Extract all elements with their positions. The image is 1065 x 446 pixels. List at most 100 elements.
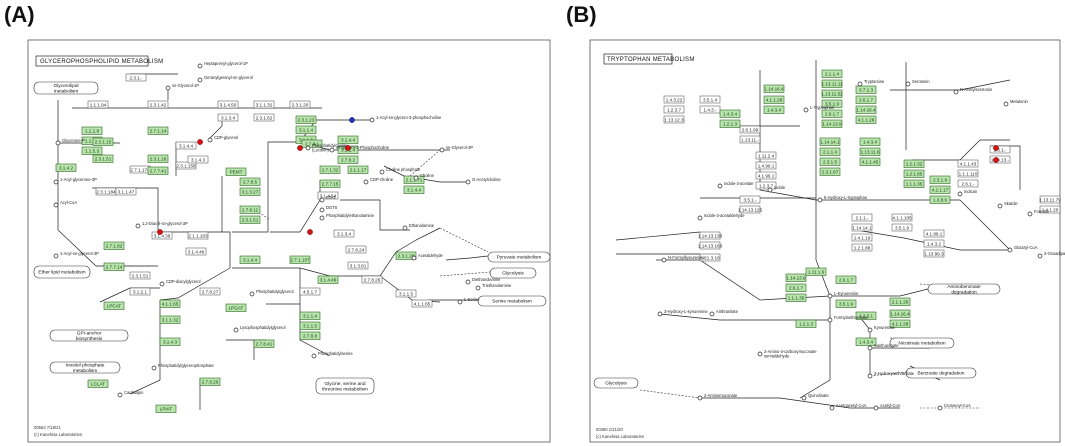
compound[interactable]: 1-Acyl-sn-glycerol-3P (53, 251, 99, 259)
gene-box[interactable]: 2.3.1.16 (147, 154, 169, 163)
enzyme-box[interactable]: 3.1.4.50 (217, 100, 239, 109)
compound[interactable]: Indican (957, 189, 978, 197)
enzyme-box[interactable]: 1.1.1.94 (87, 100, 109, 109)
gene-box[interactable]: 1.11.1.6 (805, 267, 827, 276)
enzyme-box[interactable]: 1.4.1.19 (851, 233, 873, 242)
enzyme-box[interactable]: 4.1.99.1 (755, 171, 777, 180)
compound[interactable]: Cardiolipin (117, 390, 144, 398)
gene-box[interactable]: 1.13.11.6 (859, 147, 881, 156)
enzyme-box[interactable]: 1.13.12.3 (663, 115, 685, 124)
gene-box[interactable]: 2.7.8.11 (239, 205, 261, 214)
gene-box[interactable]: 2.7.1.14 (147, 126, 169, 135)
compound[interactable]: N-Formylkynurenine (661, 255, 706, 263)
compound[interactable]: Phosphatidylglycerol (249, 289, 294, 297)
compound[interactable]: BTA1 (319, 195, 337, 203)
compound[interactable]: Lysophosphatidylglycerol (233, 325, 286, 333)
pathway-map-link[interactable]: Benzoate degradation (905, 367, 977, 379)
compound[interactable]: Tryptamine (857, 79, 885, 87)
compound[interactable]: CDP-choline (363, 177, 394, 185)
enzyme-box[interactable]: 2.3.1.158 (175, 161, 197, 170)
gene-box[interactable]: 1.2.1.85 (903, 169, 925, 178)
compound[interactable]: 2-Oxoadipate (1037, 251, 1065, 259)
gene-box[interactable]: 1.13.11.52 (821, 89, 843, 98)
gene-box[interactable]: 1.14.14.1 (819, 137, 841, 146)
compound[interactable]: Serotonin (905, 79, 930, 87)
gene-box[interactable]: 2.3.1.51 (92, 154, 114, 163)
compound[interactable]: 2-Aminomuconate (697, 393, 738, 401)
gene-box[interactable]: 2.3.1.51 (239, 215, 261, 224)
gene-box[interactable]: 1.14.16.4 (855, 105, 877, 114)
enzyme-box[interactable]: 2.3.1.184 (95, 187, 117, 196)
gene-box[interactable]: 3.1.4.4 (239, 255, 261, 264)
gene-box[interactable]: 4.1.1.65 (159, 299, 181, 308)
enzyme-box[interactable]: 1.4.99.1 (755, 161, 777, 170)
gene-box[interactable]: LPCAT (103, 301, 125, 310)
gene-box[interactable]: PEMT (225, 167, 247, 176)
gene-box[interactable]: 1.14.16.4 (763, 84, 785, 93)
compound[interactable]: L-Serine (457, 297, 480, 305)
enzyme-box[interactable]: 1.21.3.10 (699, 253, 721, 262)
enzyme-box[interactable]: 1.4.3.2 (923, 239, 945, 248)
compound[interactable]: Glutaryl-CoA (1007, 245, 1038, 253)
gene-box[interactable]: 2.7.7.14 (103, 262, 125, 271)
enzyme-box[interactable]: 3.5.1.- (739, 195, 761, 204)
gene-box[interactable]: 4.1.1.28 (855, 115, 877, 124)
compound[interactable]: Heptaprenyl-glycerol-1P (197, 61, 248, 69)
compound[interactable]: 3-Hydroxy-L-kynurenine (657, 309, 708, 317)
compound[interactable]: sn-Glycerol-1P (165, 83, 199, 91)
enzyme-box[interactable]: 3.1.4.46 (185, 247, 207, 256)
gene-box[interactable]: 2.7.1.107 (289, 255, 311, 264)
enzyme-box[interactable]: 2.1.1.103 (187, 231, 209, 240)
gene-box[interactable]: 1.14.13.9 (821, 119, 843, 128)
gene-box[interactable]: 2.7.8.1 (301, 139, 323, 148)
gene-box[interactable]: 4.2.1.17 (929, 185, 951, 194)
compound[interactable]: DGTS (319, 205, 338, 213)
gene-box[interactable]: 1.4.3.4 (855, 337, 877, 346)
gene-box[interactable]: 2.7.1.82 (103, 241, 125, 250)
gene-box[interactable]: 2.1.1.4 (819, 147, 841, 156)
compound[interactable]: Xanthurenate (867, 343, 899, 351)
gene-box[interactable]: 2.7.8.5 (239, 177, 261, 186)
gene-box[interactable]: 3.1.1.4 (295, 125, 317, 134)
compound[interactable]: CDP-glycerol (207, 135, 238, 143)
compound[interactable]: Glycerone-P (55, 138, 85, 146)
enzyme-box[interactable]: 1.11.2.4 (755, 151, 777, 160)
gene-box[interactable]: 2.7.8.2 (337, 155, 359, 164)
gene-box[interactable]: LPIAT (155, 404, 177, 413)
compound[interactable]: Acetyl-CoA (873, 403, 901, 411)
gene-box[interactable]: LPGAT (225, 303, 247, 312)
compound[interactable]: Phosphatidylethanolamine (319, 213, 375, 221)
compound[interactable]: Triethanolamine (475, 283, 512, 291)
gene-box[interactable]: 2.7.1.32 (319, 165, 341, 174)
gene-box[interactable]: 4.1.1.28 (763, 95, 785, 104)
enzyme-box[interactable]: 1.13.11.- (739, 135, 761, 144)
compound[interactable]: Formate (1027, 209, 1050, 217)
enzyme-box[interactable]: 2.6.1.99 (739, 125, 761, 134)
compound[interactable]: Quinolinate (801, 393, 829, 401)
gene-box[interactable]: 3.1.1.32 (159, 315, 181, 324)
pathway-map-link[interactable]: Pyruvate metabolism (487, 251, 551, 263)
enzyme-box[interactable]: 3.1.4.4 (175, 141, 197, 150)
enzyme-box[interactable]: 2.6.1.- (957, 179, 979, 188)
gene-box[interactable]: 2.3.1.87 (819, 167, 841, 176)
compound[interactable]: Kynurenate (867, 325, 896, 333)
enzyme-box[interactable]: 3.1.3.81 (347, 261, 369, 270)
compound[interactable]: 1-Acyl-sn-glycero-3-phosphocholine (369, 115, 442, 123)
gene-box[interactable]: 3.1.4.3 (159, 337, 181, 346)
enzyme-box[interactable]: 3.5.1.4 (699, 95, 721, 104)
compound[interactable]: Skatole (997, 201, 1018, 209)
compound[interactable]: 5-Hydroxy-L-tryptophan (817, 195, 868, 203)
enzyme-box[interactable]: 4.5.1.7 (299, 287, 321, 296)
enzyme-box[interactable]: 1.1.1.110 (957, 169, 979, 178)
compound[interactable]: Choline (413, 173, 435, 181)
enzyme-box[interactable]: 2.7.8.27 (199, 287, 221, 296)
compound[interactable]: Crotonoyl-CoA (937, 403, 971, 411)
pathway-map-link[interactable]: Ether lipid metabolism (33, 265, 91, 279)
gene-box[interactable]: 2.3.1.15 (92, 137, 114, 146)
enzyme-box[interactable]: 2.7.8.26 (361, 275, 383, 284)
gene-box[interactable]: 1.14.16.4 (889, 309, 911, 318)
compound[interactable]: 1-Acyl-glycerone-3P (53, 177, 97, 185)
gene-box[interactable]: 1.2.3.1 (855, 311, 877, 320)
